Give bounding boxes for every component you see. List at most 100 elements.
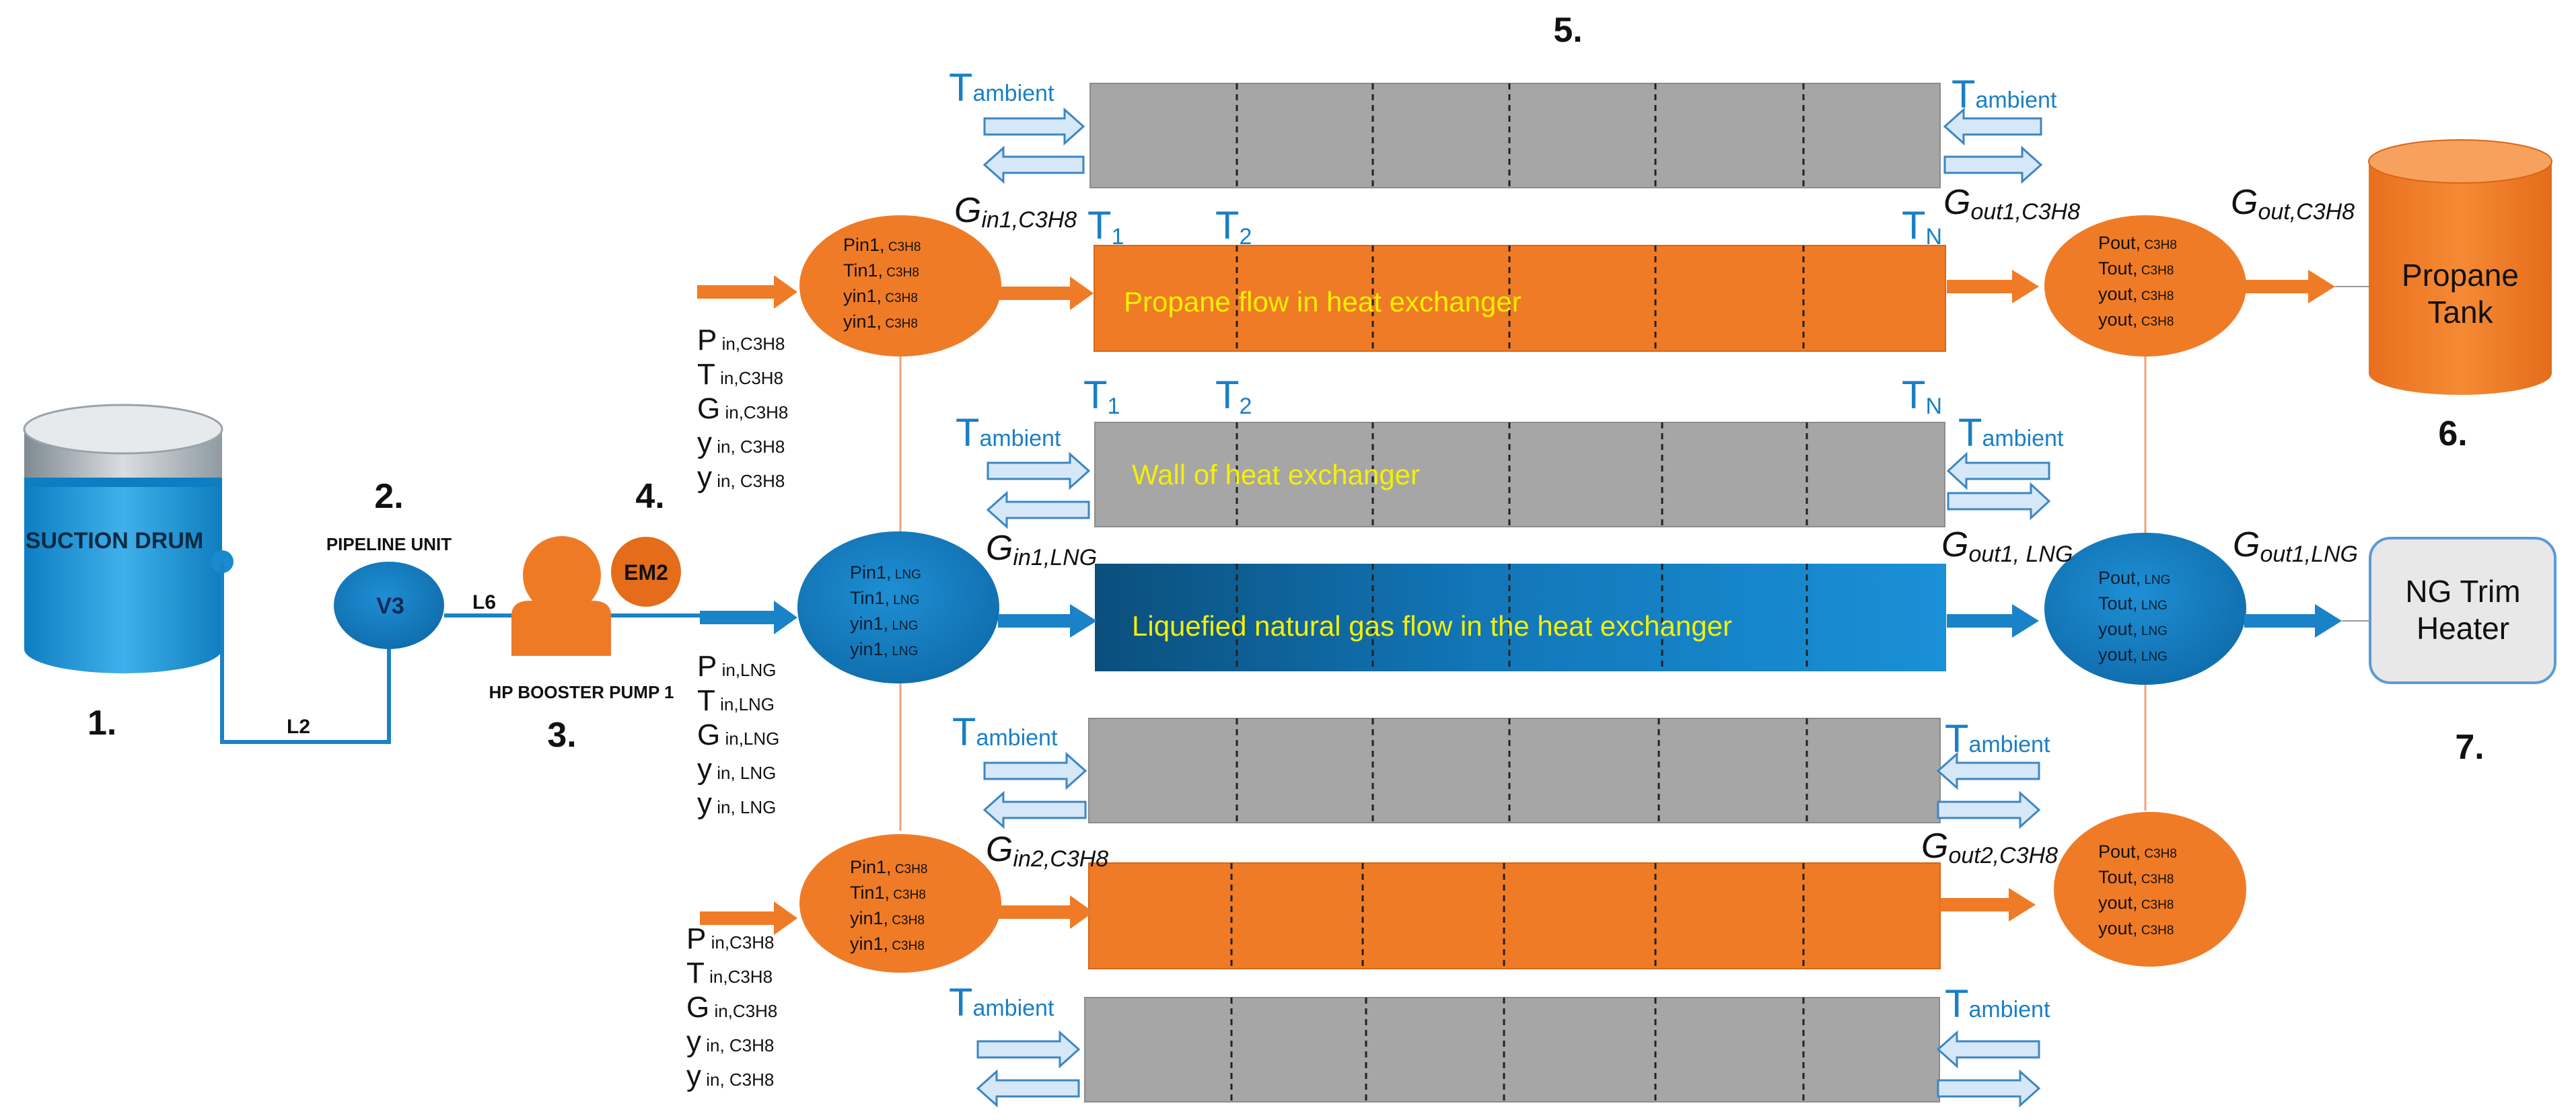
svg-text:T2: T2 xyxy=(1215,373,1252,419)
svg-text:T1: T1 xyxy=(1083,373,1120,419)
inlet-param-lng: T in,LNG xyxy=(697,684,775,717)
motor-em2-label: EM2 xyxy=(624,560,668,585)
lng-flow: Liquefied natural gas flow in the heat e… xyxy=(1095,564,1946,671)
node-param-out_lng: Tout, LNG xyxy=(2098,593,2168,613)
node-param-in_c3h8_top: Pin1, C3H8 xyxy=(843,235,921,255)
node-param-out_c3h8_top: Pout, C3H8 xyxy=(2098,233,2177,253)
node-param-out_lng: yout, LNG xyxy=(2098,644,2168,665)
svg-text:Gin1,C3H8: Gin1,C3H8 xyxy=(954,191,1077,233)
number-4: 4. xyxy=(635,477,664,516)
node-param-in_c3h8_bottom: yin1, C3H8 xyxy=(850,908,925,928)
propane-tank-label-2: Tank xyxy=(2427,295,2493,330)
svg-text:Tambient: Tambient xyxy=(952,710,1058,754)
svg-text:Tambient: Tambient xyxy=(1952,73,2057,116)
svg-text:Tambient: Tambient xyxy=(1958,411,2064,455)
outlet-node-c3h8-bottom xyxy=(2054,812,2246,967)
inlet-param-c3h8_top: P in,C3H8 xyxy=(697,324,785,357)
svg-text:TN: TN xyxy=(1902,373,1942,419)
propane-tank: Propane Tank xyxy=(2368,139,2552,395)
propane-flow-bottom xyxy=(1088,862,1941,969)
node-param-out_lng: Pout, LNG xyxy=(2098,568,2170,588)
node-param-in_c3h8_top: Tin1, C3H8 xyxy=(843,260,919,281)
number-2: 2. xyxy=(374,477,403,516)
inlet-node-c3h8-bottom xyxy=(799,834,1001,973)
ng-trim-label-1: NG Trim xyxy=(2405,574,2520,609)
blue-arrows xyxy=(700,601,2342,638)
pipe-l6-label: L6 xyxy=(472,591,496,613)
inlet-param-c3h8_bottom: y in, C3H8 xyxy=(686,1059,774,1092)
svg-text:Gin1,LNG: Gin1,LNG xyxy=(986,529,1097,570)
node-param-out_c3h8_top: Tout, C3H8 xyxy=(2098,258,2174,278)
node-param-in_c3h8_bottom: Tin1, C3H8 xyxy=(850,883,926,903)
svg-text:Gout2,C3H8: Gout2,C3H8 xyxy=(1921,827,2058,868)
node-param-in_c3h8_bottom: Pin1, C3H8 xyxy=(850,857,927,877)
node-param-in_lng: yin1, LNG xyxy=(850,613,918,634)
inlet-param-lng: y in, LNG xyxy=(697,753,776,786)
inlet-param-c3h8_bottom: P in,C3H8 xyxy=(686,922,775,955)
wall-band-2: Wall of heat exchanger xyxy=(1094,422,1945,527)
valve-v3 xyxy=(334,562,444,649)
ng-trim-heater xyxy=(2369,537,2556,684)
orange-arrows xyxy=(697,270,2335,935)
lng-flow-label: Liquefied natural gas flow in the heat e… xyxy=(1132,610,1732,642)
pipe-l2-label: L2 xyxy=(287,716,310,738)
node-param-out_c3h8_bottom: Pout, C3H8 xyxy=(2098,842,2177,862)
node-param-out_lng: yout, LNG xyxy=(2098,619,2168,639)
wall-band-4 xyxy=(1084,997,1940,1103)
wall-band-1 xyxy=(1089,83,1941,188)
number-3: 3. xyxy=(547,716,576,755)
propane-tank-label-1: Propane xyxy=(2402,258,2519,293)
t-ambient-labels: Tambient Tambient Tambient Tambient Tamb… xyxy=(949,66,2064,1026)
inlet-param-lng: P in,LNG xyxy=(697,650,777,683)
inlet-param-c3h8_top: y in, C3H8 xyxy=(697,461,785,494)
pipeline-unit-label: PIPELINE UNIT xyxy=(326,534,452,554)
suction-drum: SUCTION DRUM xyxy=(23,404,234,673)
svg-text:Tambient: Tambient xyxy=(1945,982,2050,1026)
mass-flow-labels: Gin1,C3H8 Gout1,C3H8 Gout,C3H8 Gin1,LNG … xyxy=(954,183,2358,872)
inlet-param-c3h8_top: G in,C3H8 xyxy=(697,392,788,425)
wall-flow-label: Wall of heat exchanger xyxy=(1132,459,1420,490)
propane-flow-top: Propane flow in heat exchanger xyxy=(1094,245,1946,352)
node-param-out_c3h8_bottom: Tout, C3H8 xyxy=(2098,867,2174,887)
svg-text:Gout,C3H8: Gout,C3H8 xyxy=(2231,183,2355,225)
hp-booster-pump xyxy=(511,536,611,656)
node-param-in_lng: Tin1, LNG xyxy=(850,588,919,608)
inlet-param-c3h8_bottom: G in,C3H8 xyxy=(686,991,777,1024)
number-7: 7. xyxy=(2455,728,2484,767)
segment-temperature-labels: T1 T2 TN T1 T2 TN xyxy=(1083,204,1942,419)
svg-text:Tambient: Tambient xyxy=(1945,717,2050,761)
node-param-out_c3h8_top: yout, C3H8 xyxy=(2098,309,2174,330)
svg-text:Gout1,C3H8: Gout1,C3H8 xyxy=(1943,183,2080,225)
ambient-arrows xyxy=(976,107,2051,1108)
pipe-l2 xyxy=(220,562,391,744)
svg-text:Tambient: Tambient xyxy=(949,66,1054,110)
svg-text:Gin2,C3H8: Gin2,C3H8 xyxy=(986,830,1108,872)
svg-text:Gout1, LNG: Gout1, LNG xyxy=(1941,525,2073,567)
outlet-node-c3h8-top xyxy=(2044,215,2246,357)
ng-trim-label-2: Heater xyxy=(2417,611,2509,646)
svg-text:T1: T1 xyxy=(1087,204,1124,250)
motor-em2 xyxy=(611,537,681,607)
svg-text:Tambient: Tambient xyxy=(949,981,1054,1024)
suction-drum-label: SUCTION DRUM xyxy=(26,528,203,554)
inlet-param-lng: y in, LNG xyxy=(697,787,776,820)
svg-text:Gout1,LNG: Gout1,LNG xyxy=(2233,525,2358,567)
inlet-node-lng xyxy=(797,531,999,683)
svg-text:TN: TN xyxy=(1902,204,1942,250)
valve-v3-label: V3 xyxy=(376,593,404,619)
node-param-in_c3h8_top: yin1, C3H8 xyxy=(843,286,918,306)
propane-top-flow-label: Propane flow in heat exchanger xyxy=(1124,286,1522,318)
node-param-in_lng: Pin1, LNG xyxy=(850,562,921,583)
number-6: 6. xyxy=(2438,414,2467,453)
svg-text:Tambient: Tambient xyxy=(956,411,1061,455)
node-param-in_lng: yin1, LNG xyxy=(850,639,918,659)
number-1: 1. xyxy=(87,704,116,743)
node-param-out_c3h8_bottom: yout, C3H8 xyxy=(2098,918,2174,938)
node-param-out_c3h8_top: yout, C3H8 xyxy=(2098,284,2174,304)
inlet-node-c3h8-top xyxy=(799,215,1001,357)
inlet-param-c3h8_bottom: T in,C3H8 xyxy=(686,957,773,990)
inlet-param-c3h8_bottom: y in, C3H8 xyxy=(686,1025,774,1058)
